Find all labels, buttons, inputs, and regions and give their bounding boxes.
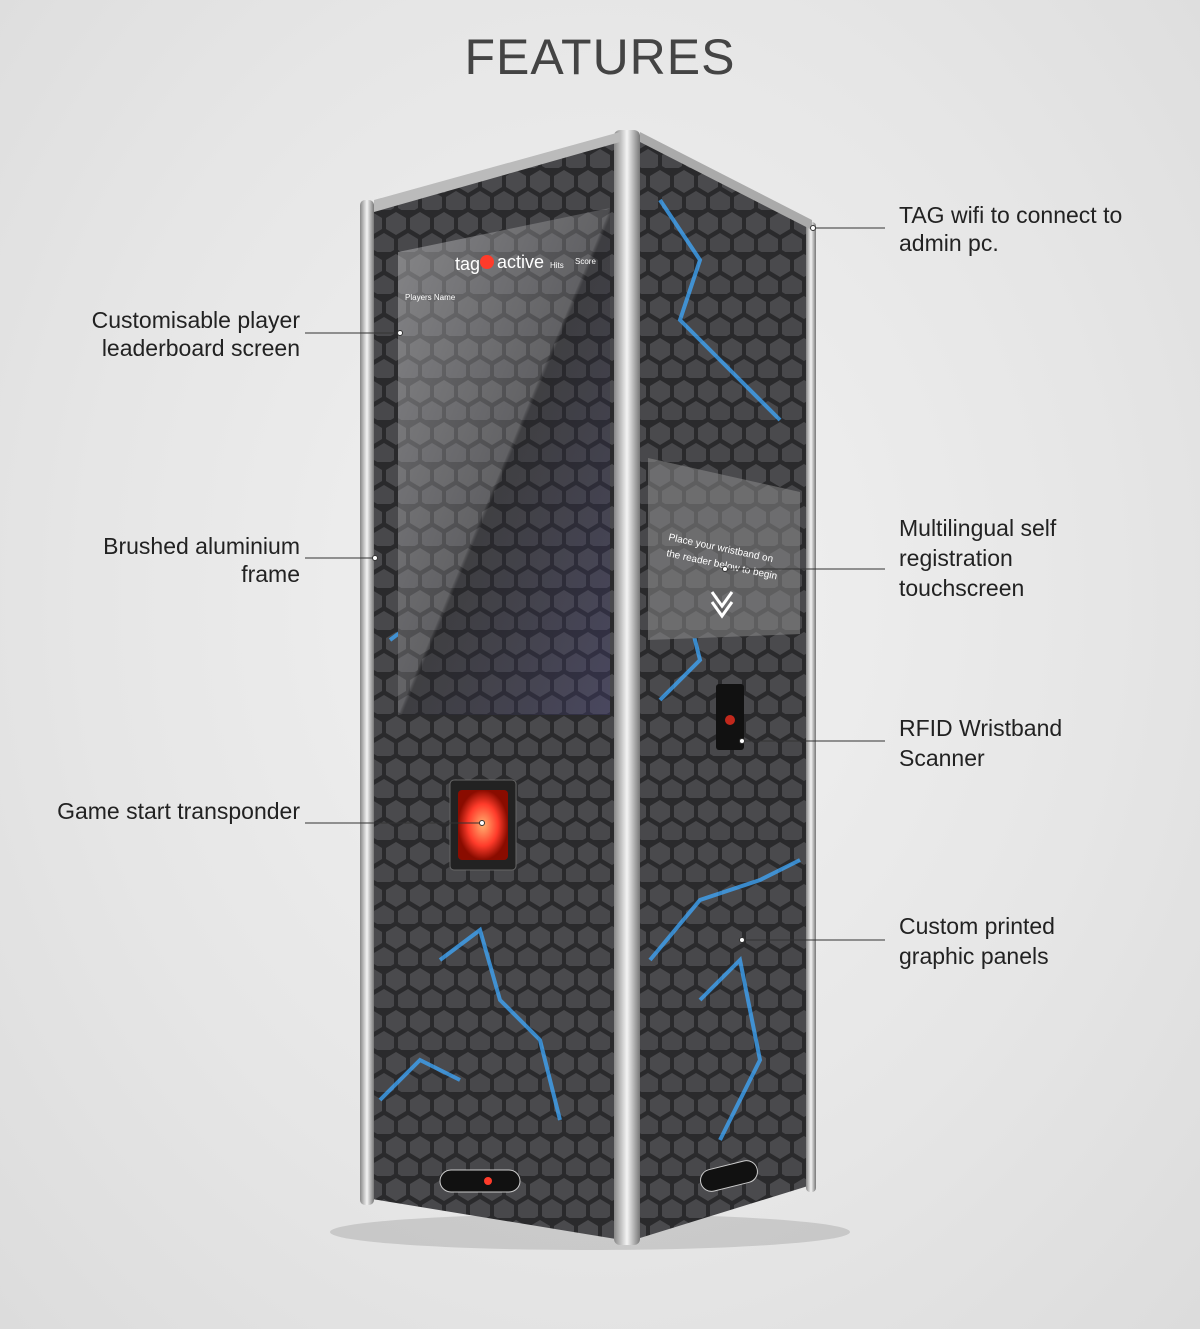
aluminium-frame-right bbox=[806, 222, 816, 1192]
leaderboard-screen: tag active Players Name Hits Score bbox=[398, 208, 610, 715]
brand-logo: tag bbox=[455, 254, 480, 274]
leaderboard-score-header: Score bbox=[575, 257, 596, 266]
feature-label-wifi: TAG wifi to connect to admin pc. bbox=[899, 202, 1123, 256]
feature-label-touchscreen: Multilingual self registration touchscre… bbox=[899, 515, 1057, 601]
leaderboard-hits-header: Hits bbox=[550, 261, 564, 270]
svg-text:active: active bbox=[497, 252, 544, 272]
feature-label-panels: Custom printed graphic panels bbox=[899, 913, 1055, 969]
feature-label-transponder: Game start transponder bbox=[57, 798, 300, 824]
rfid-scanner bbox=[716, 684, 744, 750]
feature-label-leaderboard: Customisable player leaderboard screen bbox=[91, 307, 300, 361]
chevron-down-icon bbox=[710, 591, 734, 619]
feature-label-frame: Brushed aluminium frame bbox=[103, 533, 300, 587]
aluminium-frame-corner bbox=[614, 130, 640, 1245]
aluminium-frame-left bbox=[360, 200, 374, 1205]
leaderboard-players-header: Players Name bbox=[405, 293, 456, 302]
callout-lines bbox=[305, 227, 885, 941]
feature-label-rfid: RFID Wristband Scanner bbox=[899, 715, 1063, 771]
callout-dots bbox=[372, 225, 816, 943]
page-title: FEATURES bbox=[464, 29, 736, 85]
registration-touchscreen: Place your wristband on the reader below… bbox=[648, 458, 800, 640]
